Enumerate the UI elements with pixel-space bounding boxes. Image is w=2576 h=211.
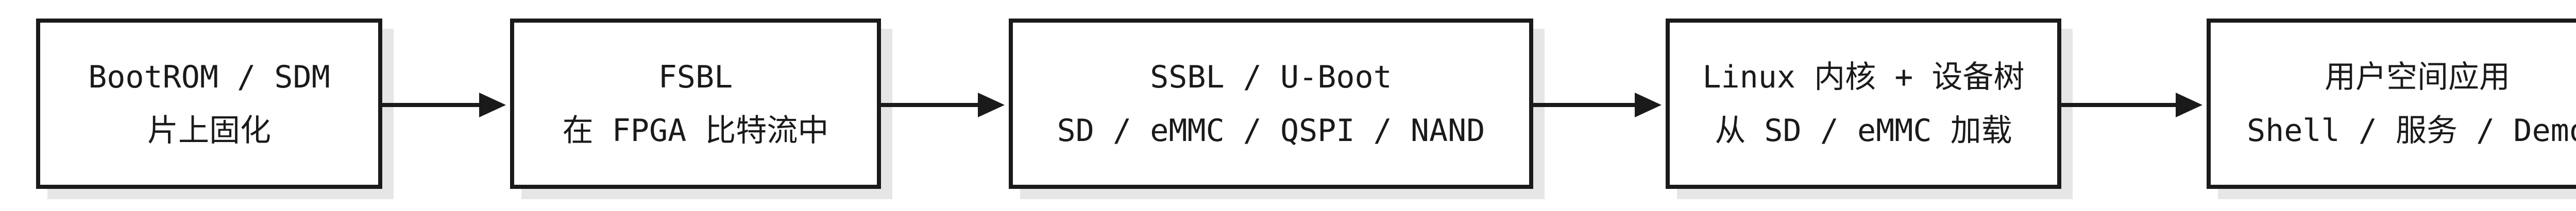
step-userspace-box: 用户空间应用 Shell / 服务 / Demo <box>2207 19 2576 189</box>
step-bootrom-subtitle: 片上固化 <box>147 112 271 149</box>
step-fsbl-box: FSBL 在 FPGA 比特流中 <box>510 19 881 189</box>
step-bootrom-box: BootROM / SDM 片上固化 <box>36 19 382 189</box>
step-bootrom-title: BootROM / SDM <box>88 59 330 95</box>
arrow-3-to-4 <box>1533 93 1662 117</box>
arrow-4-to-5 <box>2061 93 2202 117</box>
step-fsbl-title: FSBL <box>658 59 733 95</box>
arrow-2-to-3 <box>881 93 1005 117</box>
arrow-1-to-2 <box>382 93 506 117</box>
step-linux-box: Linux 内核 + 设备树 从 SD / eMMC 加载 <box>1666 19 2061 189</box>
step-ssbl-title: SSBL / U-Boot <box>1150 59 1392 95</box>
step-ssbl-subtitle: SD / eMMC / QSPI / NAND <box>1057 112 1485 149</box>
step-ssbl-box: SSBL / U-Boot SD / eMMC / QSPI / NAND <box>1009 19 1533 189</box>
step-userspace-title: 用户空间应用 <box>2325 59 2510 95</box>
step-fsbl-subtitle: 在 FPGA 比特流中 <box>562 112 829 149</box>
step-linux-subtitle: 从 SD / eMMC 加载 <box>1715 112 2012 149</box>
step-linux-title: Linux 内核 + 设备树 <box>1702 59 2025 95</box>
step-userspace-subtitle: Shell / 服务 / Demo <box>2247 112 2576 149</box>
